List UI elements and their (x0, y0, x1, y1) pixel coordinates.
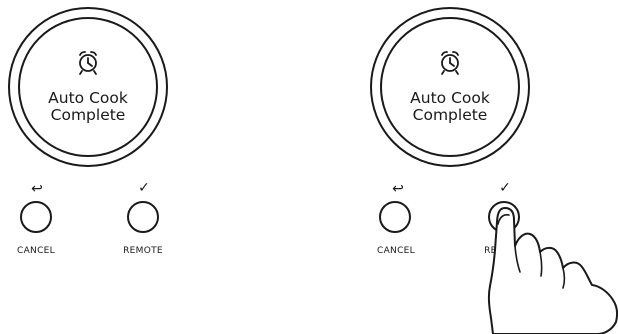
control-dial-display (381, 18, 519, 156)
control-dial-outer-ring (371, 8, 529, 166)
alarm-clock-icon (442, 52, 458, 74)
display-text-line2: Complete (51, 106, 126, 124)
cancel-button[interactable] (21, 202, 51, 232)
cancel-label: CANCEL (377, 246, 415, 256)
cancel-label: CANCEL (17, 246, 55, 256)
control-dial-display (19, 18, 157, 156)
back-arrow-icon: ↩ (392, 181, 404, 197)
display-text-line1: Auto Cook (48, 89, 128, 107)
back-arrow-icon: ↩ (31, 181, 43, 197)
display-text-line2: Complete (413, 106, 488, 124)
panel-after: Auto Cook Complete ↩ CANCEL ✓ REMOTE (371, 8, 617, 334)
remote-button[interactable] (128, 202, 158, 232)
alarm-clock-icon (80, 52, 96, 74)
pressing-hand-icon (489, 208, 617, 334)
cancel-button[interactable] (380, 202, 410, 232)
checkmark-icon: ✓ (499, 180, 511, 196)
panel-before: Auto Cook Complete ↩ CANCEL ✓ REMOTE (9, 8, 167, 256)
display-text-line1: Auto Cook (410, 89, 490, 107)
checkmark-icon: ✓ (138, 180, 150, 196)
remote-label: REMOTE (123, 246, 163, 256)
control-dial-outer-ring (9, 8, 167, 166)
